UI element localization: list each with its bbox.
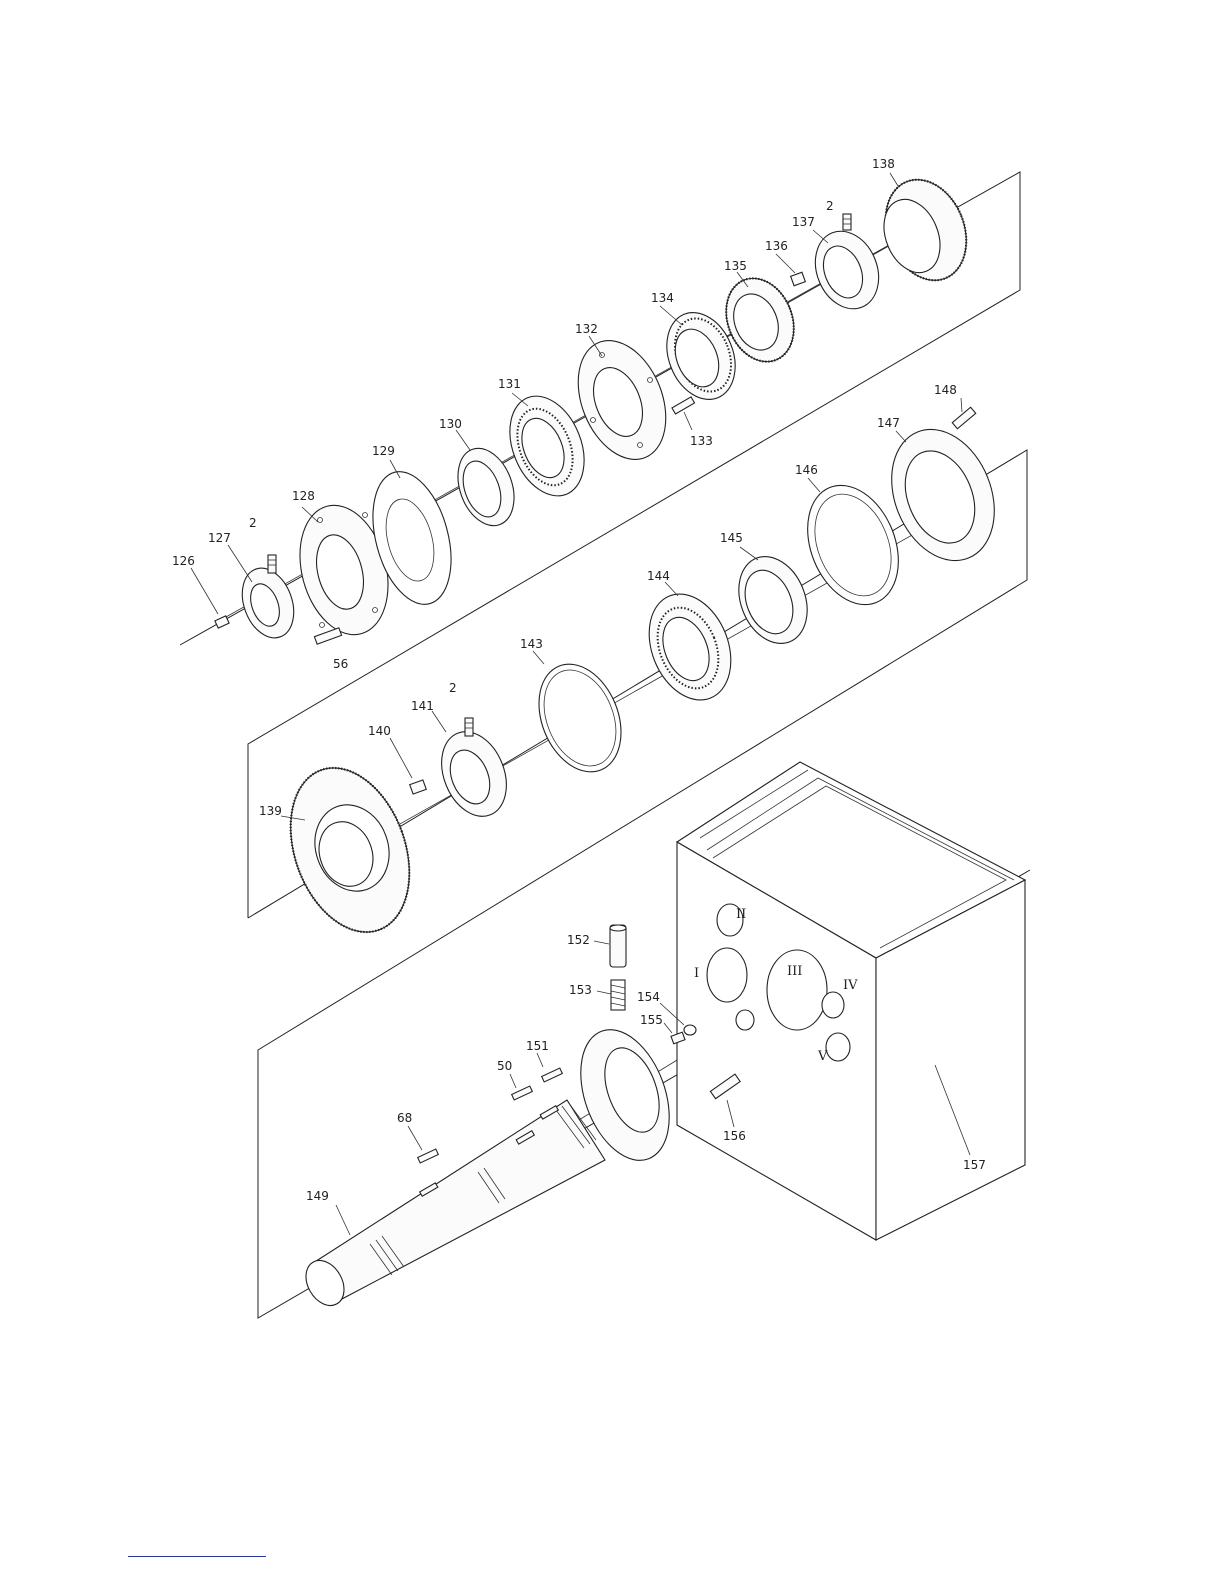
label-151: 151 (526, 1039, 549, 1053)
bolt-133 (672, 397, 695, 414)
label-139: 139 (259, 804, 282, 818)
label-140: 140 (368, 724, 391, 738)
label-146: 146 (795, 463, 818, 477)
label-155: 155 (640, 1013, 663, 1027)
label-127: 127 (208, 531, 231, 545)
label-2a: 2 (249, 516, 257, 530)
label-132: 132 (575, 322, 598, 336)
label-154: 154 (637, 990, 660, 1004)
footer-rule (128, 1556, 266, 1557)
label-153: 153 (569, 983, 592, 997)
label-157: 157 (963, 1158, 986, 1172)
spring-153 (611, 980, 625, 1010)
nut-127 (233, 561, 303, 645)
bolt-148 (952, 407, 976, 429)
label-130: 130 (439, 417, 462, 431)
plunger-152 (610, 925, 626, 967)
label-50: 50 (497, 1059, 512, 1073)
label-141: 141 (411, 699, 434, 713)
hole-label-ii: II (736, 907, 746, 922)
label-138: 138 (872, 157, 895, 171)
label-2b: 2 (826, 199, 834, 213)
key-136 (791, 272, 806, 286)
key-140 (410, 780, 427, 794)
label-68: 68 (397, 1111, 412, 1125)
label-152: 152 (567, 933, 590, 947)
label-129: 129 (372, 444, 395, 458)
label-147: 147 (877, 416, 900, 430)
label-126: 126 (172, 554, 195, 568)
label-156: 156 (723, 1129, 746, 1143)
hole-label-i: I (694, 966, 699, 981)
label-133: 133 (690, 434, 713, 448)
label-149: 149 (306, 1189, 329, 1203)
washer-154 (684, 1025, 696, 1035)
label-145: 145 (720, 531, 743, 545)
hole-label-iii: III (787, 964, 802, 979)
key-126 (215, 616, 229, 628)
label-148: 148 (934, 383, 957, 397)
key-68 (418, 1149, 439, 1163)
label-135: 135 (724, 259, 747, 273)
label-128: 128 (292, 489, 315, 503)
set-screw-2c (465, 718, 473, 736)
gear-138 (871, 168, 980, 293)
label-2c: 2 (449, 681, 457, 695)
label-144: 144 (647, 569, 670, 583)
key-151 (542, 1068, 563, 1082)
label-131: 131 (498, 377, 521, 391)
label-134: 134 (651, 291, 674, 305)
bolt-56 (314, 628, 341, 644)
gear-139 (269, 751, 431, 948)
set-screw-2a (268, 555, 276, 573)
nut-141 (430, 722, 519, 826)
label-143: 143 (520, 637, 543, 651)
hole-label-v: V (817, 1049, 828, 1064)
set-screw-2b (843, 214, 851, 230)
spindle-149 (298, 1017, 686, 1312)
nut-137 (804, 222, 890, 319)
label-56: 56 (333, 657, 348, 671)
hole-label-iv: IV (843, 978, 858, 993)
ring-130 (448, 441, 524, 534)
label-137: 137 (792, 215, 815, 229)
label-136: 136 (765, 239, 788, 253)
bearing-144 (634, 582, 746, 712)
key-50 (512, 1086, 533, 1100)
ring-143 (524, 652, 636, 784)
ring-145 (726, 546, 819, 653)
